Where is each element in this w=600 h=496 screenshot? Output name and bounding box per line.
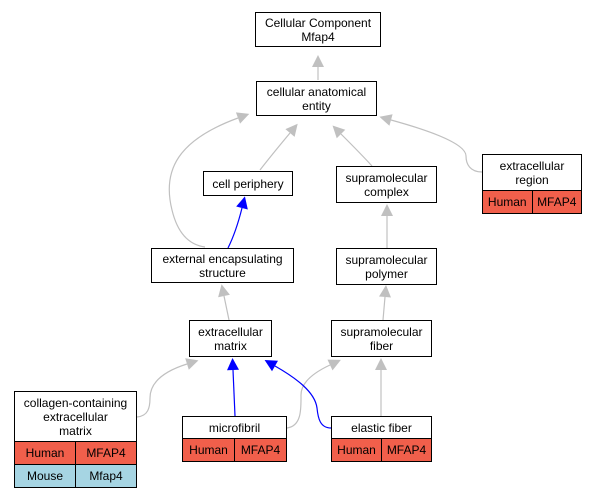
species-cell: Human xyxy=(189,443,228,457)
node-label: microfibril xyxy=(208,420,261,435)
edge-supramolecular-complex-to-cae xyxy=(332,125,373,167)
edge-extracellular-region-to-cae xyxy=(379,114,483,173)
node-extracellular-region[interactable]: extracellular region Human MFAP4 xyxy=(482,154,582,214)
node-label: extracellular xyxy=(198,324,263,339)
node-supramolecular-fiber[interactable]: supramolecular fiber xyxy=(331,320,432,357)
node-supramolecular-complex[interactable]: supramolecular complex xyxy=(336,166,437,203)
node-label: polymer xyxy=(365,266,408,281)
node-cell-periphery[interactable]: cell periphery xyxy=(203,171,293,196)
edge-ecm-to-ees xyxy=(218,284,230,321)
edge-ees-to-cae xyxy=(168,112,250,248)
gene-cell: MFAP4 xyxy=(234,439,286,461)
species-cell: Human xyxy=(487,195,527,209)
node-label: supramolecular xyxy=(345,170,428,185)
species-cell: Human xyxy=(25,446,65,460)
gene-row-mouse[interactable]: Mouse Mfap4 xyxy=(15,464,136,487)
node-extracellular-matrix[interactable]: extracellular matrix xyxy=(189,320,272,357)
node-title: elastic fiber xyxy=(332,417,431,439)
gene-cell: MFAP4 xyxy=(531,191,582,213)
node-label: region xyxy=(515,172,549,187)
node-label: supramolecular xyxy=(345,252,428,267)
gene-row-human[interactable]: Human MFAP4 xyxy=(183,439,286,461)
edge-ees-to-cell-periphery xyxy=(227,196,248,249)
gene-cell: MFAP4 xyxy=(75,442,136,464)
node-elastic-fiber[interactable]: elastic fiber Human MFAP4 xyxy=(331,416,432,462)
edge-microfibril-to-ecm xyxy=(227,358,239,417)
node-title: extracellular region xyxy=(483,155,581,191)
node-supramolecular-polymer[interactable]: supramolecular polymer xyxy=(336,248,437,285)
node-label: fiber xyxy=(369,338,394,353)
node-cellular-component-mfap4[interactable]: Cellular Component Mfap4 xyxy=(255,12,381,47)
node-label: Mfap4 xyxy=(301,29,335,44)
gene-row-human[interactable]: Human MFAP4 xyxy=(15,442,136,464)
node-label: complex xyxy=(364,184,409,199)
node-label: collagen-containing xyxy=(23,395,128,410)
edge-fiber-to-polymer xyxy=(379,285,391,321)
species-cell: Human xyxy=(337,443,376,457)
gene-row-human[interactable]: Human MFAP4 xyxy=(332,439,431,461)
species-cell: Mouse xyxy=(26,469,64,483)
gene-cell: MFAP4 xyxy=(381,439,431,461)
node-label: cell periphery xyxy=(212,176,284,191)
node-label: matrix xyxy=(59,423,92,438)
edge-collagen-to-ecm xyxy=(136,358,199,418)
node-label: entity xyxy=(302,98,331,113)
node-title: microfibril xyxy=(183,417,286,439)
edge-microfibril-to-fiber xyxy=(286,359,341,429)
node-label: external encapsulating xyxy=(162,251,283,266)
node-cellular-anatomical-entity[interactable]: cellular anatomical entity xyxy=(256,81,377,116)
gene-row-human[interactable]: Human MFAP4 xyxy=(483,191,581,213)
node-label: supramolecular xyxy=(340,324,423,339)
edge-cell-periphery-to-cae xyxy=(259,123,298,171)
node-label: elastic fiber xyxy=(351,420,412,435)
node-label: matrix xyxy=(214,338,247,353)
node-collagen-containing-extracellular-matrix[interactable]: collagen-containing extracellular matrix… xyxy=(14,391,137,488)
node-label: cellular anatomical xyxy=(266,84,367,99)
node-label: extracellular xyxy=(43,409,108,424)
node-label: structure xyxy=(199,265,246,280)
node-external-encapsulating-structure[interactable]: external encapsulating structure xyxy=(151,248,294,283)
node-title: collagen-containing extracellular matrix xyxy=(15,392,136,442)
node-microfibril[interactable]: microfibril Human MFAP4 xyxy=(182,416,287,462)
node-label: extracellular xyxy=(499,158,565,173)
node-label: Cellular Component xyxy=(264,15,372,30)
gene-cell: Mfap4 xyxy=(75,465,136,487)
edge-elastic-fiber-to-ecm xyxy=(264,360,332,429)
